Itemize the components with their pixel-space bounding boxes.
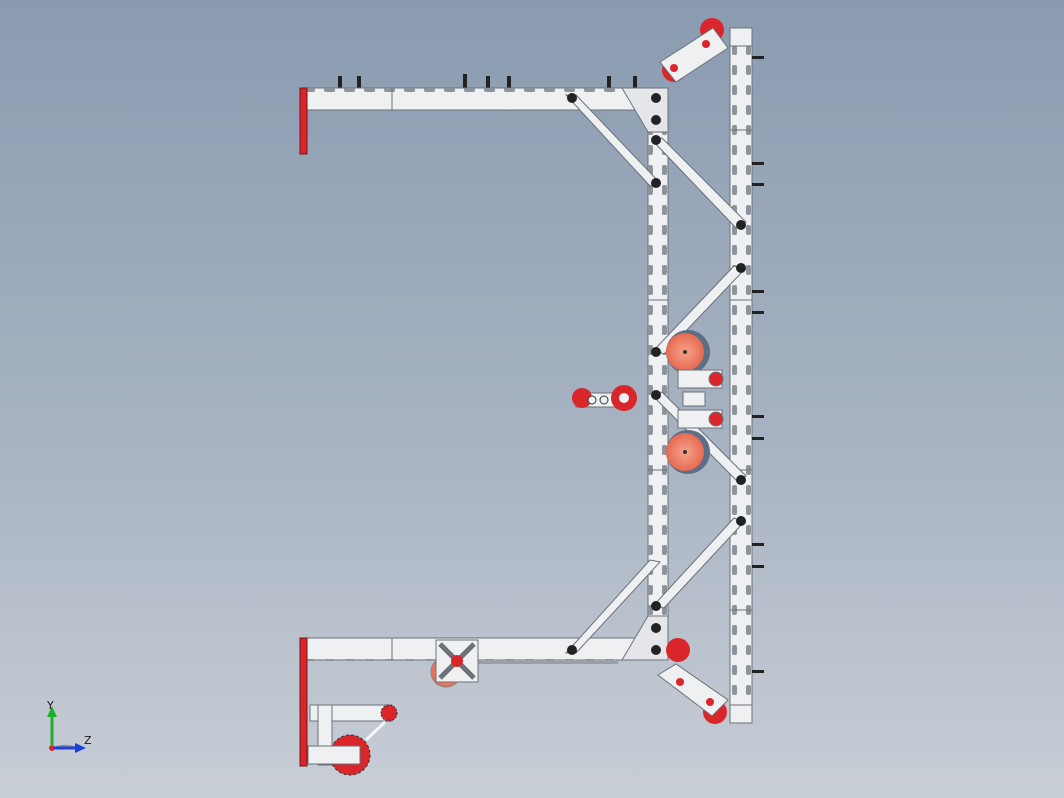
z-axis-label: Z [84, 734, 92, 747]
bottom-right-wheel-arm [657, 638, 753, 724]
lower-beam [304, 637, 668, 664]
outer-vertical-beam [729, 27, 753, 724]
center-wheels [666, 330, 710, 474]
y-axis-label: Y [47, 699, 54, 712]
top-right-wheel-arm [659, 18, 753, 83]
upper-beam [304, 87, 668, 111]
upper-studs [338, 74, 637, 88]
brace-pins [567, 93, 746, 655]
right-studs [752, 56, 764, 673]
center-clamps [677, 369, 724, 429]
gear-drive [307, 704, 398, 776]
side-roller [572, 385, 637, 411]
cross-bracket [430, 639, 479, 688]
coordinate-triad [47, 706, 86, 753]
inner-vertical-beam [647, 87, 669, 661]
red-end-plates [299, 87, 308, 767]
